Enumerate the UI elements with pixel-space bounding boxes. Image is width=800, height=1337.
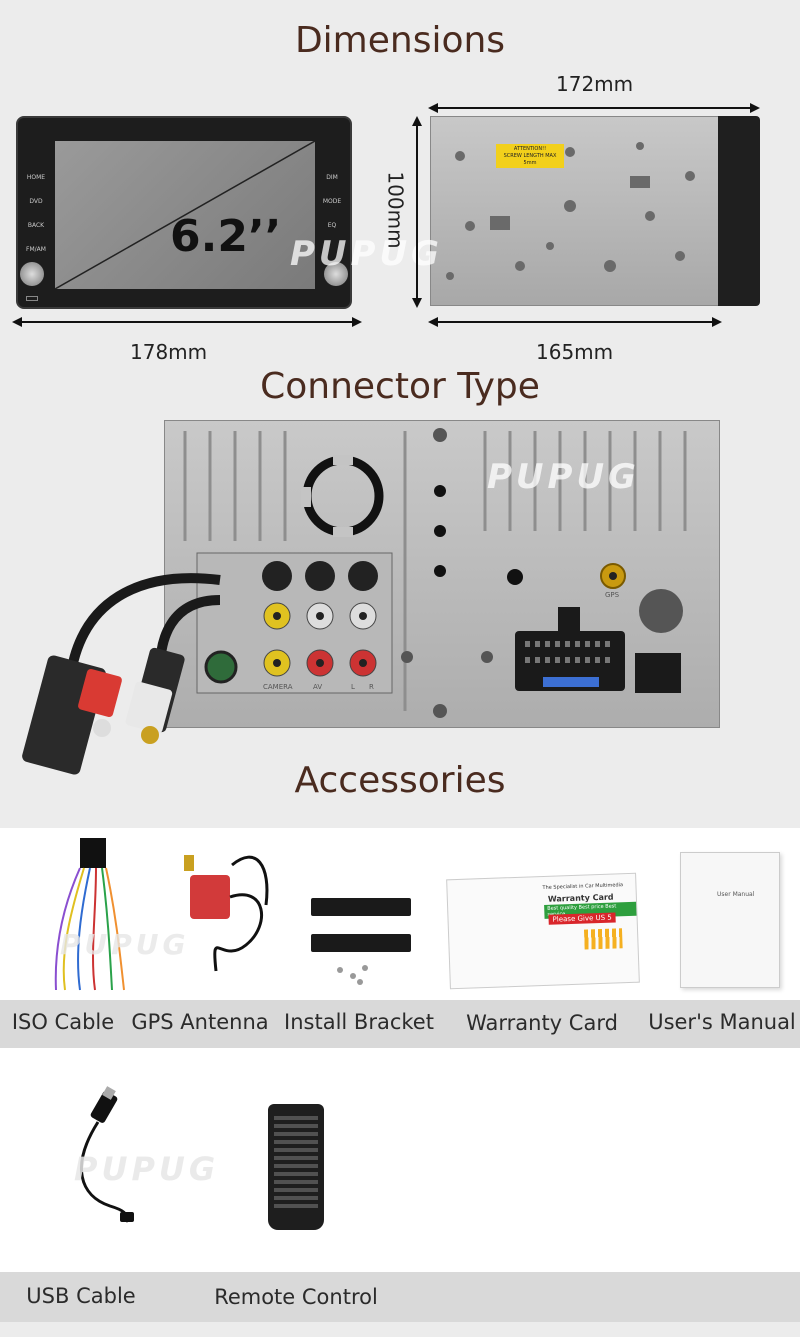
sticker-line2: SCREW LENGTH MAX — [503, 153, 557, 159]
side-holes — [446, 142, 695, 280]
side-width-arrow — [428, 103, 760, 113]
user-manual-image: User Manual — [680, 852, 780, 988]
usb-cable-image — [80, 1086, 134, 1223]
side-width-label: 172mm — [556, 72, 634, 96]
height-arrow — [412, 116, 422, 308]
label-warranty-card: Warranty Card — [466, 1011, 618, 1035]
accessories-row1-labels — [0, 1000, 800, 1048]
watermark-dimensions: PUPUG — [290, 234, 443, 274]
front-width-label: 178mm — [130, 340, 208, 364]
tune-knob — [324, 262, 348, 286]
user-manual-title: User Manual — [717, 891, 755, 898]
watermark-connector: PUPUG — [487, 457, 640, 497]
front-left-buttons: HOME DVD BACK FM/AM — [21, 166, 51, 262]
label-iso-cable: ISO Cable — [11, 1010, 115, 1034]
side-depth-label: 165mm — [536, 340, 614, 364]
front-right-buttons: DIM MODE EQ — [317, 166, 347, 238]
front-button-dvd: DVD — [29, 198, 43, 205]
usb-port — [26, 296, 38, 301]
remote-buttons — [274, 1112, 318, 1212]
label-gps-antenna: GPS Antenna — [131, 1010, 269, 1034]
accessories-row2-labels — [0, 1272, 800, 1322]
front-screen: 6.2’’ — [55, 141, 315, 289]
screen-diagonal — [55, 141, 315, 289]
front-button-dim: DIM — [326, 174, 338, 181]
label-users-manual: User's Manual — [648, 1010, 796, 1034]
label-gps: GPS — [605, 591, 620, 599]
volume-knob — [20, 262, 44, 286]
screw-warning-sticker: ATTENTION!! SCREW LENGTH MAX 5mm — [496, 144, 564, 168]
label-l: L — [351, 683, 355, 691]
front-button-home: HOME — [26, 174, 46, 181]
front-button-fmam: FM/AM — [26, 246, 46, 253]
accessories-row2-images — [0, 1048, 800, 1272]
warranty-card-image: Warranty Card The Specialist in Car Mult… — [446, 872, 640, 990]
screen-size-label: 6.2’’ — [170, 211, 282, 262]
side-depth-arrow — [428, 317, 722, 327]
install-bracket-image — [311, 898, 411, 985]
height-label: 100mm — [383, 171, 408, 249]
label-install-bracket: Install Bracket — [284, 1010, 434, 1034]
watermark-accessories: PUPUG — [60, 928, 190, 961]
rear-panel-image: CAMERA AV L R GPS PUPUG — [164, 420, 720, 728]
sticker-line3: 5mm — [523, 160, 537, 166]
label-r: R — [369, 683, 374, 691]
remote-control-image — [268, 1104, 324, 1230]
warranty-card-subtitle: The Specialist in Car Multimedia — [542, 882, 624, 891]
warranty-card-banner: Please Give US 5 — [548, 912, 616, 925]
front-width-arrow — [12, 317, 362, 327]
connector-title: Connector Type — [260, 366, 540, 407]
rear-fins — [183, 428, 687, 718]
front-button-back: BACK — [27, 222, 45, 229]
accessories-title: Accessories — [294, 760, 506, 801]
sticker-line1: ATTENTION!! — [513, 146, 547, 152]
gps-antenna-image — [184, 855, 269, 972]
dimensions-title: Dimensions — [294, 20, 506, 61]
front-button-eq: EQ — [327, 222, 337, 229]
label-camera: CAMERA — [263, 683, 293, 691]
warranty-card-stars — [583, 928, 623, 950]
side-unit-image: ATTENTION!! SCREW LENGTH MAX 5mm PUPUG — [290, 116, 760, 306]
label-av: AV — [313, 683, 323, 691]
label-remote-control: Remote Control — [214, 1285, 378, 1309]
watermark-row2: PUPUG — [74, 1150, 220, 1188]
iso-cable-image — [54, 838, 125, 991]
rca-pigtail-cable — [22, 573, 221, 775]
front-unit-image: 6.2’’ HOME DVD BACK FM/AM DIM MODE EQ — [16, 116, 352, 309]
front-button-mode: MODE — [322, 198, 342, 205]
label-usb-cable: USB Cable — [26, 1284, 136, 1308]
